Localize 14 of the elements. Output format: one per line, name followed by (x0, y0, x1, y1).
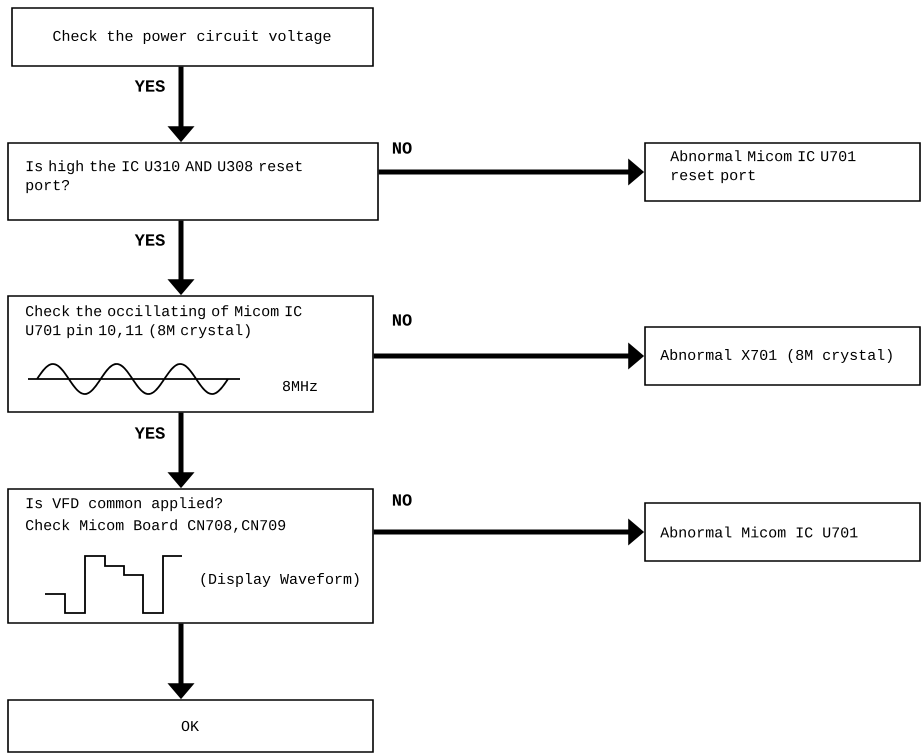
process-box: Abnormal X701 (8M crystal) (644, 326, 921, 386)
process-box: Check the occillating of Micom IC U701 pin 10,11 (8M crystal) 8MHz (7, 295, 374, 413)
edge-label: YES (134, 427, 165, 439)
edge-label: YES (134, 234, 165, 246)
process-box: Abnormal Micom IC U701 (644, 502, 921, 562)
edge-label: NO (392, 142, 412, 154)
end-box: OK (7, 699, 374, 753)
process-box: Abnormal Micom IC U701 reset port (644, 142, 921, 202)
start-box: Check the power circuit voltage (11, 7, 374, 67)
edge-label: NO (392, 314, 412, 326)
process-box: Is VFD common applied? Check Micom Board CN708,CN709 (Display Waveform) (7, 488, 374, 624)
process-box: Is high the IC U310 AND U308 reset port? (7, 142, 379, 221)
edge-label: YES (134, 80, 165, 92)
edge-label: NO (392, 494, 412, 506)
